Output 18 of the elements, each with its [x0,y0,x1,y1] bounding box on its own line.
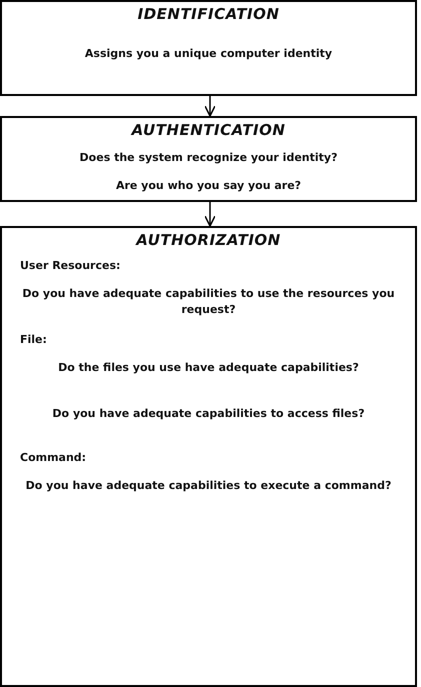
process-box [0,0,417,96]
question-text: Do the files you use have adequate capabilities? [57,360,360,376]
section-heading: User Resources: [20,258,122,274]
question-text: Does the system recognize your identity? [78,150,338,166]
box-title: AUTHORIZATION [134,232,282,248]
process-box [0,116,417,202]
question-text: Do you have adequate capabilities to access files? [51,406,366,422]
box-title: IDENTIFICATION [136,6,280,22]
process-box [0,226,417,687]
question-text: Do you have adequate capabilities to execute a command? [24,478,392,494]
section-heading: File: [20,332,48,348]
section-heading: Command: [20,450,88,466]
arrow [204,202,216,227]
question-text: Are you who you say you are? [114,178,302,194]
box-title: AUTHENTICATION [130,122,286,138]
arrow [204,96,216,117]
question-text: Do you have adequate capabilities to use the resources you request? [21,286,396,318]
question-text: Assigns you a unique computer identity [84,46,334,62]
